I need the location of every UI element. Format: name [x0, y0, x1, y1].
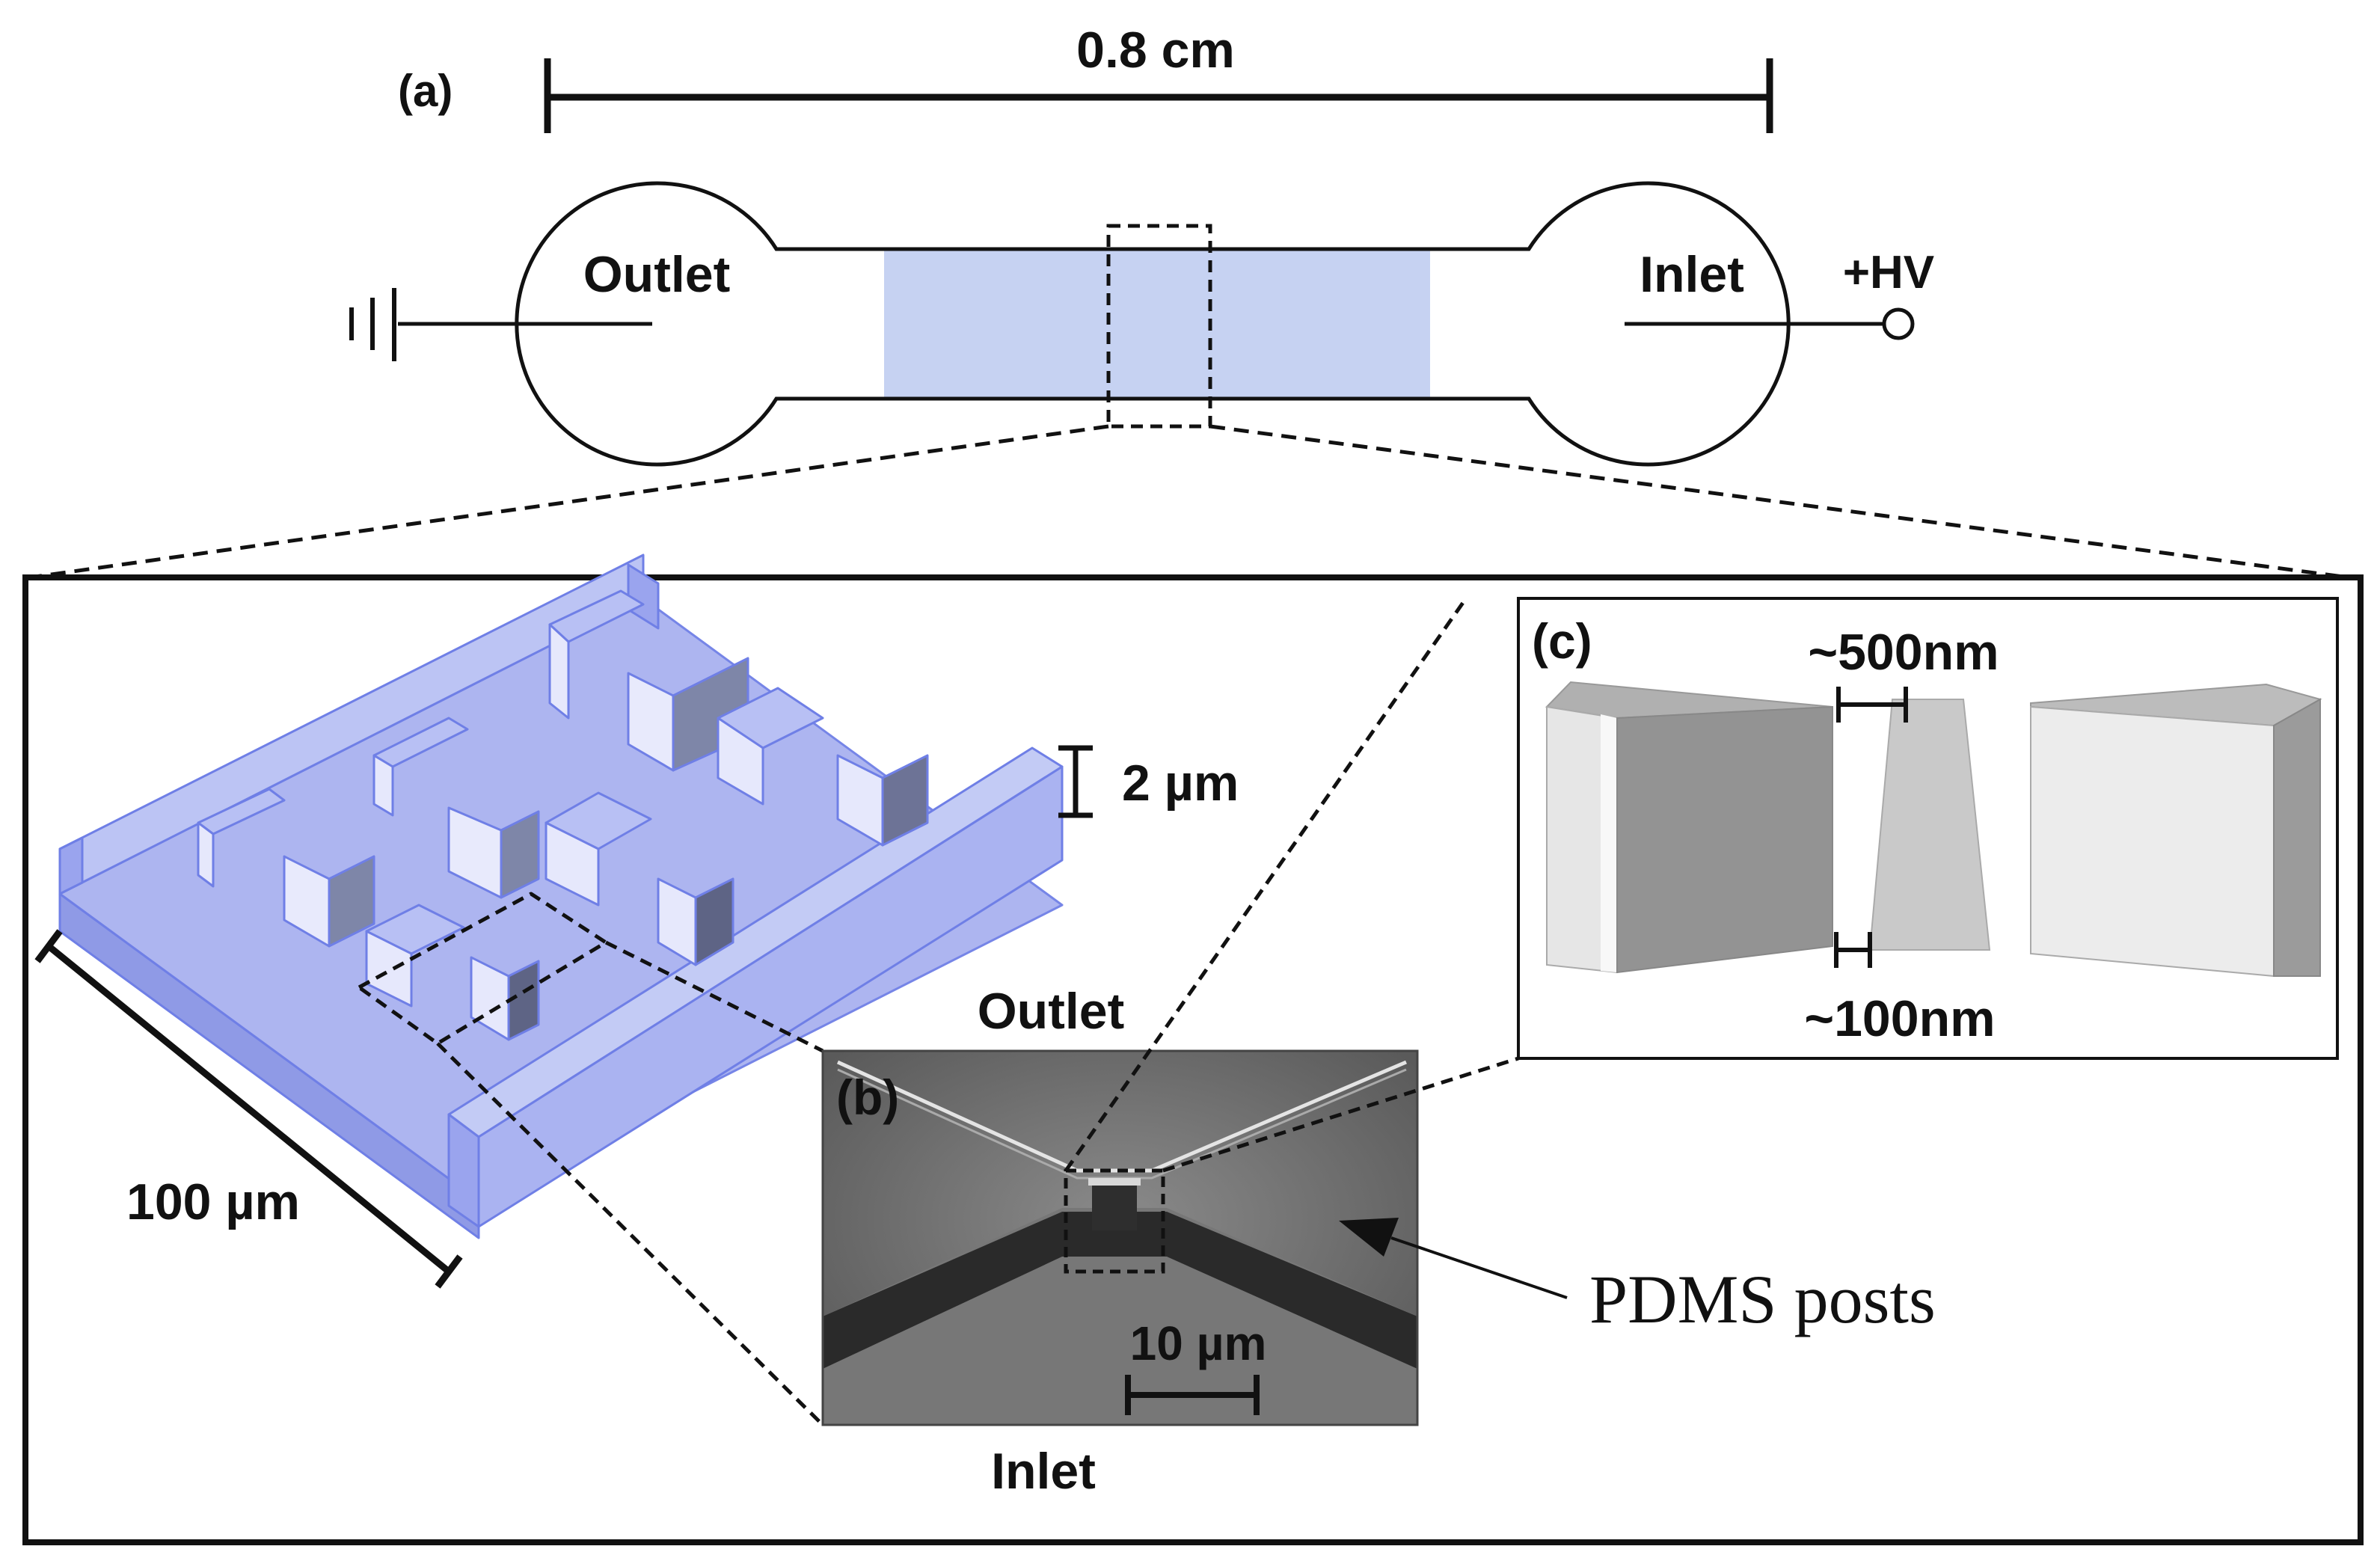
- length-label: 100 µm: [126, 1174, 300, 1230]
- right-pillar: [2030, 683, 2322, 978]
- chip-outline: [515, 181, 1791, 467]
- bottom-gap-label: ~100nm: [1804, 990, 1995, 1047]
- scale-label-cm: 0.8 cm: [1076, 22, 1235, 79]
- gap-zoom-box: [1064, 1168, 1165, 1274]
- top-gap-label: ~500nm: [1808, 624, 1999, 681]
- panel-a-label: (a): [398, 66, 453, 116]
- detail-frame: [22, 574, 2364, 1545]
- ground-icon: [349, 288, 652, 361]
- scale-bar-0-8cm: [544, 58, 1773, 133]
- panel-b: Outlet (b) 10 µm Inlet: [821, 597, 1936, 1500]
- length-scale-bar: [34, 929, 463, 1289]
- left-pillar: [1545, 681, 1833, 974]
- panel-a: (a) 0.8 cm Outlet Inlet +HV: [29, 22, 2349, 580]
- posts-row-front: [197, 788, 540, 1041]
- gap-zoom-line-bottom: [1162, 1056, 1519, 1173]
- posts-arrow: [1339, 1218, 1568, 1299]
- panel-b-label: (b): [836, 1070, 899, 1125]
- bottom-gap-dimension: [1834, 932, 1872, 968]
- chip-zoom-box: [357, 892, 608, 1046]
- channel-highlight: [884, 249, 1430, 399]
- chip-zoom-line-top: [604, 940, 824, 1053]
- zoom-line-left: [29, 424, 1109, 580]
- sem-scale-label: 10 µm: [1130, 1316, 1267, 1370]
- height-label: 2 µm: [1122, 755, 1239, 812]
- outlet-label-b: Outlet: [978, 983, 1124, 1040]
- posts-label: PDMS posts: [1589, 1261, 1936, 1337]
- posts-row-middle: [372, 717, 734, 966]
- zoom-line-right: [1209, 424, 2349, 580]
- voltage-label: +HV: [1843, 247, 1934, 298]
- panel-c: (c) ~500nm ~100nm: [1517, 597, 2339, 1060]
- sem-image: [823, 1051, 1417, 1425]
- inlet-label-b: Inlet: [991, 1443, 1096, 1500]
- middle-wedge: [1868, 699, 1991, 951]
- outlet-label-a: Outlet: [583, 246, 730, 303]
- posts-row-back: [548, 589, 929, 847]
- channel-zoom-box: [1106, 224, 1212, 429]
- inlet-label-a: Inlet: [1640, 246, 1744, 303]
- chip-3d-render: [58, 553, 1064, 1426]
- top-gap-dimension: [1836, 687, 1908, 723]
- height-bracket: [1058, 745, 1093, 818]
- sem-scale-bar: [1125, 1375, 1260, 1415]
- chip-zoom-line-bottom: [436, 1042, 824, 1426]
- hv-electrode: [1625, 307, 1915, 340]
- panel-c-label: (c): [1532, 613, 1592, 669]
